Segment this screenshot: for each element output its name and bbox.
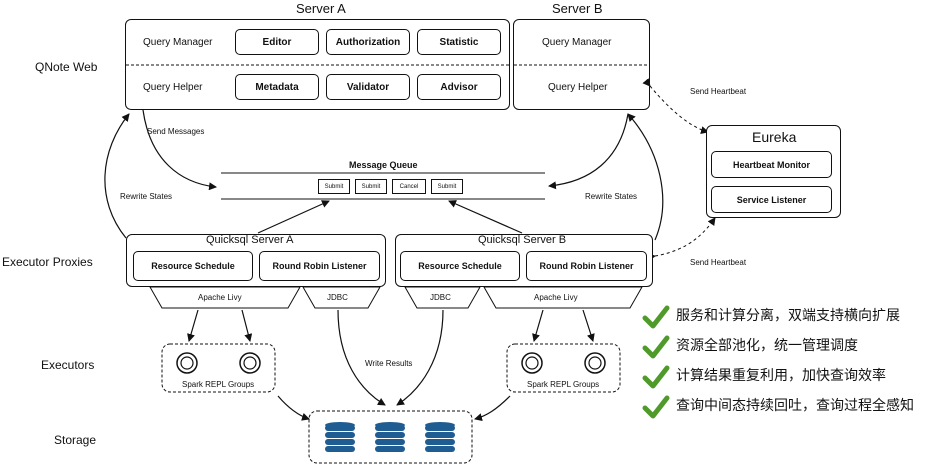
database-icon — [325, 422, 355, 452]
spark-group-a-frame — [161, 343, 276, 393]
livy-a-arrow-1 — [187, 309, 199, 342]
livy-b-arrow-2 — [582, 309, 595, 342]
spark-node-icon — [239, 352, 261, 374]
feature-item: 查询中间态持续回吐，查询过程全感知 — [676, 398, 914, 414]
spark-node-icon — [584, 352, 606, 374]
database-icon — [425, 422, 455, 452]
livy-b-trapezoid — [483, 286, 643, 309]
database-icon — [375, 422, 405, 452]
queue-item: Cancel — [392, 179, 426, 194]
feature-item: 计算结果重复利用，加快查询效率 — [676, 368, 886, 384]
jdbc-b-label: JDBC — [430, 293, 451, 302]
spark-node-icon — [176, 352, 198, 374]
spark-b-to-storage-edge — [474, 395, 511, 422]
server-b-query-helper: Query Helper — [548, 82, 608, 93]
layer-label-web: QNote Web — [35, 60, 98, 74]
eureka-title: Eureka — [752, 129, 797, 145]
proxy-b-to-queue-edge — [448, 200, 523, 234]
server-b-title: Server B — [552, 1, 603, 16]
queue-item: Submit — [355, 179, 387, 194]
check-icon — [642, 305, 670, 329]
check-icon — [642, 365, 670, 389]
server-a-query-manager: Query Manager — [143, 37, 213, 48]
storage-frame — [308, 410, 473, 464]
rewrite-states-left-edge — [104, 113, 130, 239]
feature-item: 资源全部池化，统一管理调度 — [676, 338, 858, 354]
jdbc-a-label: JDBC — [327, 293, 348, 302]
statistic-button[interactable]: Statistic — [417, 29, 501, 55]
livy-a-arrow-2 — [241, 309, 253, 342]
rewrite-states-right-edge — [627, 113, 664, 241]
layer-label-proxies: Executor Proxies — [2, 255, 93, 269]
server-b-to-queue-edge — [548, 113, 629, 190]
spark-repl-groups-b-label: Spark REPL Groups — [527, 380, 600, 389]
server-a-query-helper: Query Helper — [143, 82, 203, 93]
queue-item: Submit — [318, 179, 350, 194]
send-messages-edge — [142, 109, 217, 191]
server-b-query-manager: Query Manager — [542, 37, 612, 48]
send-messages-label: Send Messages — [147, 127, 205, 136]
resource-schedule-a: Resource Schedule — [133, 251, 253, 281]
apache-livy-b-label: Apache Livy — [534, 293, 578, 302]
spark-group-b-frame — [506, 343, 621, 393]
jdbc-a-trapezoid — [302, 286, 381, 309]
server-b-box — [513, 19, 650, 110]
jdbc-b-trapezoid — [404, 286, 481, 309]
round-robin-listener-b: Round Robin Listener — [526, 251, 647, 281]
check-icon — [642, 335, 670, 359]
spark-node-icon — [521, 352, 543, 374]
jdbc-a-write-edge — [337, 309, 386, 406]
rewrite-states-right-label: Rewrite States — [585, 192, 638, 201]
metadata-button[interactable]: Metadata — [235, 74, 319, 100]
check-icon — [642, 395, 670, 419]
heartbeat-bottom-edge — [647, 217, 716, 262]
service-listener: Service Listener — [711, 186, 832, 213]
proxy-a-to-queue-edge — [257, 200, 330, 234]
livy-b-arrow-1 — [532, 309, 544, 342]
resource-schedule-b: Resource Schedule — [400, 251, 520, 281]
jdbc-b-write-edge — [396, 309, 444, 406]
server-a-box — [125, 19, 510, 110]
editor-button[interactable]: Editor — [235, 29, 319, 55]
apache-livy-a-label: Apache Livy — [198, 293, 242, 302]
message-queue-title: Message Queue — [349, 160, 418, 170]
spark-a-to-storage-edge — [277, 395, 310, 421]
queue-item: Submit — [431, 179, 463, 194]
quicksql-server-b-title: Quicksql Server B — [478, 234, 567, 246]
quicksql-server-a-title: Quicksql Server A — [206, 234, 294, 246]
heartbeat-monitor: Heartbeat Monitor — [711, 151, 832, 178]
validator-button[interactable]: Validator — [326, 74, 410, 100]
round-robin-listener-a: Round Robin Listener — [259, 251, 380, 281]
advisor-button[interactable]: Advisor — [417, 74, 501, 100]
heartbeat-top-edge — [642, 78, 709, 134]
layer-label-executors: Executors — [41, 358, 95, 372]
livy-a-trapezoid — [149, 286, 301, 309]
heartbeat-bottom-label: Send Heartbeat — [690, 258, 747, 267]
spark-repl-groups-a-label: Spark REPL Groups — [182, 380, 255, 389]
layer-label-storage: Storage — [54, 433, 97, 447]
write-results-label: Write Results — [365, 359, 413, 368]
authorization-button[interactable]: Authorization — [326, 29, 410, 55]
feature-item: 服务和计算分离，双端支持横向扩展 — [676, 308, 900, 324]
server-a-title: Server A — [296, 1, 346, 16]
rewrite-states-left-label: Rewrite States — [120, 192, 173, 201]
heartbeat-top-label: Send Heartbeat — [690, 87, 747, 96]
